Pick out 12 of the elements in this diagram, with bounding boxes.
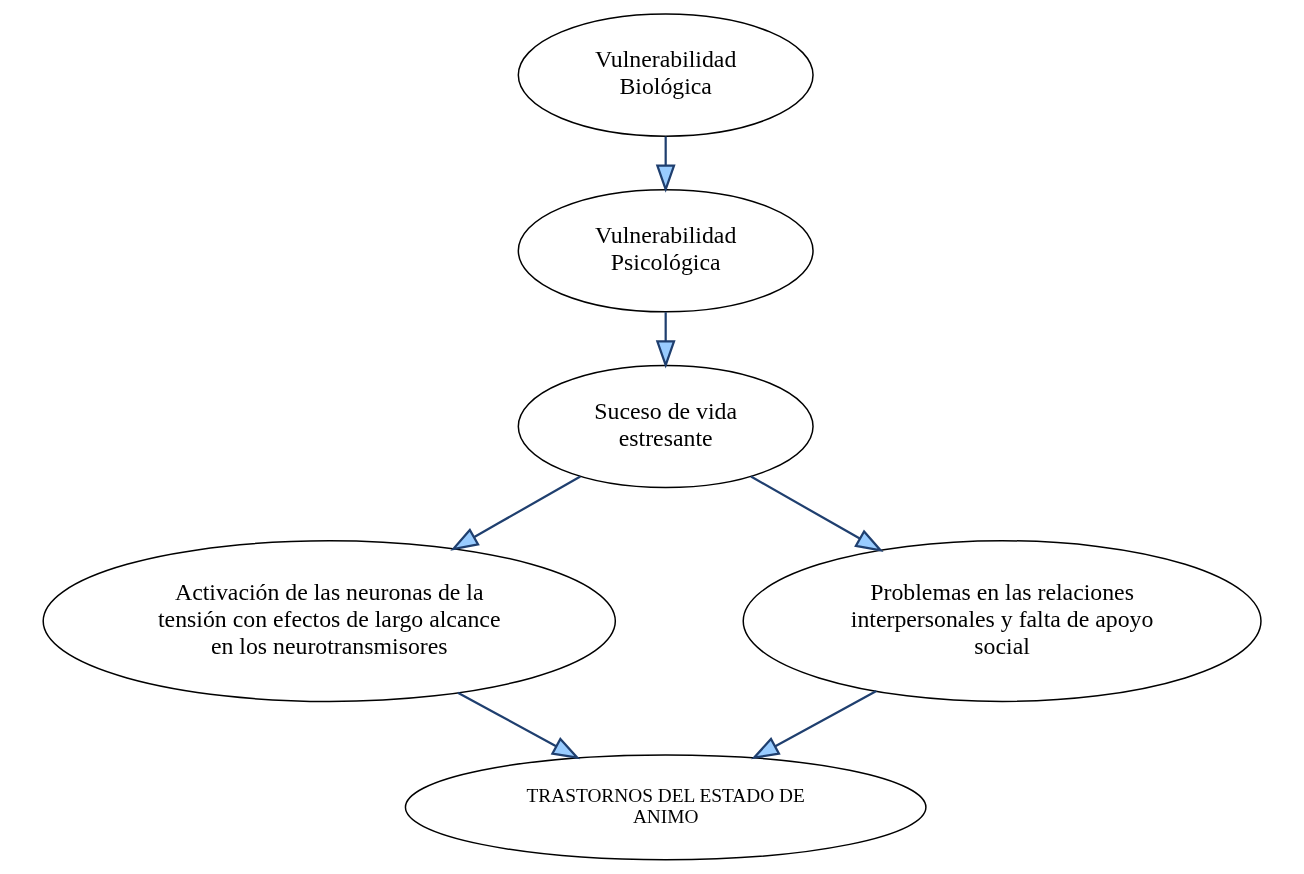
arrow <box>655 312 676 369</box>
arrow <box>750 475 884 553</box>
node-ellipse: Suceso de vida estresante <box>517 364 814 489</box>
node-ellipse: Vulnerabilidad Psicológica <box>517 188 814 313</box>
arrow <box>655 136 676 193</box>
arrow <box>457 691 581 760</box>
arrow <box>450 475 581 551</box>
node-ellipse: TRASTORNOS DEL ESTADO DE ANIMO <box>404 754 927 861</box>
node-ellipse: Vulnerabilidad Biológica <box>517 13 814 137</box>
node-ellipse: Activación de las neuronas de la tensión con efectos de largo alcance en los neurotransmisores <box>42 540 617 703</box>
node-ellipse: Problemas en las relaciones interpersonales y falta de apoyo social <box>742 540 1262 703</box>
arrow <box>751 690 877 760</box>
